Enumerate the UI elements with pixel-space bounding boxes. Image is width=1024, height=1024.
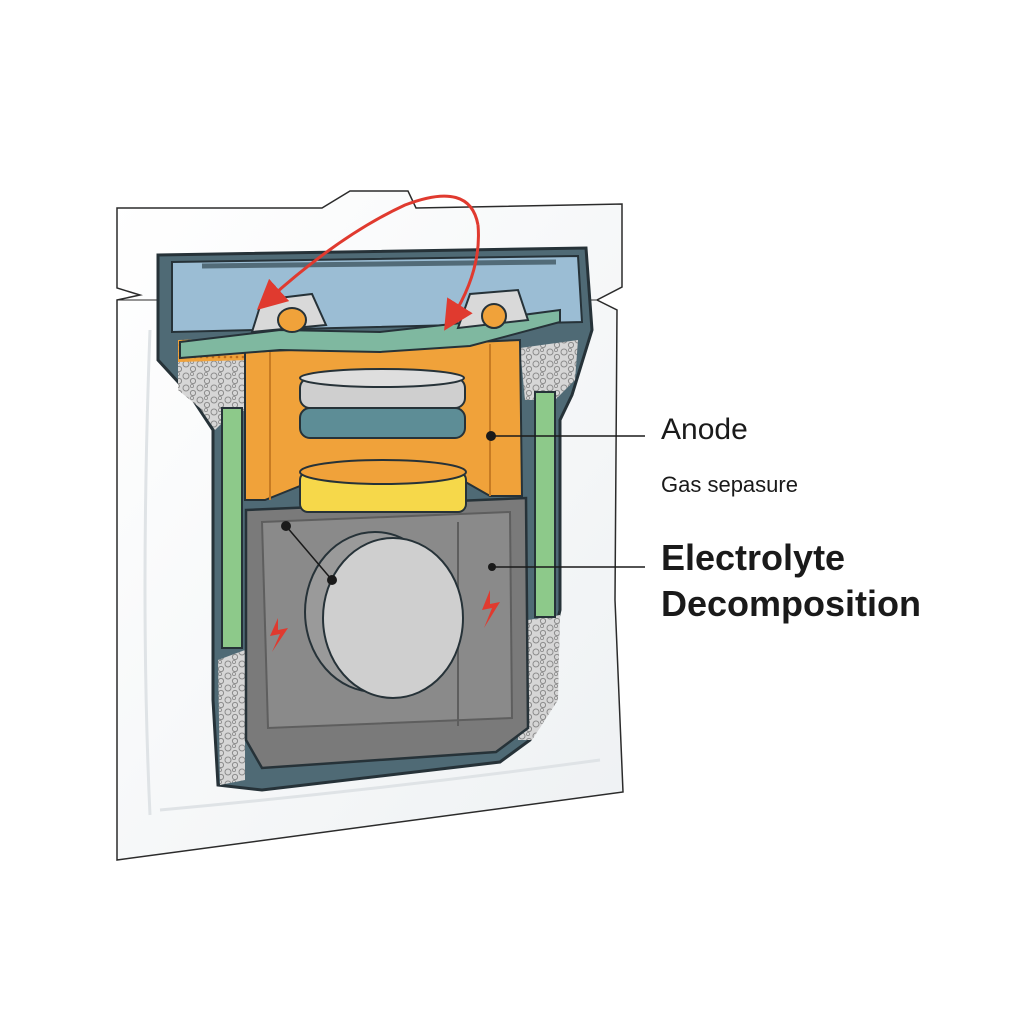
- electrolyte-decomposition-label: Electrolyte Decomposition: [661, 535, 921, 627]
- electrolyte-leader-line: [488, 563, 645, 571]
- ring-terminal-icon: [250, 292, 328, 334]
- gas-separator-label: Gas sepasure: [661, 472, 798, 497]
- electrolyte-disc: [304, 531, 464, 699]
- electrolyte-label-line1: Electrolyte: [661, 537, 846, 578]
- anode-label: Anode: [661, 413, 748, 446]
- electrolyte-label-line2: Decomposition: [661, 583, 922, 624]
- spark-icon: [482, 590, 500, 628]
- curved-arrow-icon: [256, 194, 480, 311]
- anode-leader-line: [486, 431, 645, 441]
- curved-arrow-icon: [444, 224, 480, 331]
- separator-membrane: [179, 308, 561, 360]
- right-side-separator: [534, 391, 556, 618]
- left-side-separator: [221, 407, 243, 649]
- spark-icon: [270, 618, 288, 652]
- anode-disc-stack: [299, 368, 466, 439]
- disc-pointer-line: [281, 521, 337, 585]
- ring-terminal-icon: [456, 288, 530, 330]
- cathode-ring: [299, 459, 467, 513]
